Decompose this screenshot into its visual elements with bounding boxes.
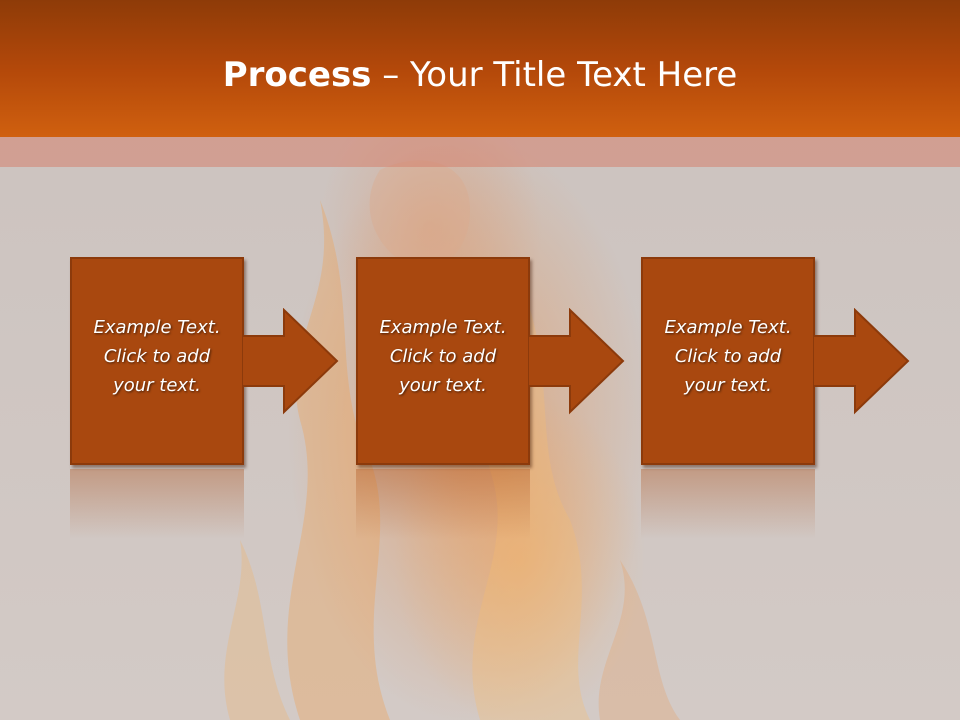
step-reflection [641, 469, 815, 539]
step-text-line-1: Example Text. [379, 317, 507, 338]
step-text-line-1: Example Text. [93, 317, 221, 338]
step-text-line-3: your text. [113, 375, 201, 396]
process-step-text[interactable]: Example Text. Click to add your text. [643, 313, 813, 400]
right-arrow-icon [813, 308, 910, 415]
step-reflection [70, 469, 244, 539]
process-step-box[interactable]: Example Text. Click to add your text. [70, 257, 244, 465]
step-text-line-1: Example Text. [664, 317, 792, 338]
step-text-line-2: Click to add [103, 346, 211, 367]
step-reflection [356, 469, 530, 539]
title-header-bar [0, 0, 960, 137]
process-step-text[interactable]: Example Text. Click to add your text. [72, 313, 242, 400]
step-text-line-2: Click to add [389, 346, 497, 367]
right-arrow-icon [242, 308, 339, 415]
slide-title-bold: Process [222, 55, 372, 95]
step-text-line-3: your text. [684, 375, 772, 396]
process-step-box[interactable]: Example Text. Click to add your text. [641, 257, 815, 465]
step-text-line-2: Click to add [674, 346, 782, 367]
right-arrow-icon [528, 308, 625, 415]
header-accent-band [0, 137, 960, 167]
process-step-box[interactable]: Example Text. Click to add your text. [356, 257, 530, 465]
slide-title-rest: – Your Title Text Here [371, 55, 738, 95]
step-text-line-3: your text. [399, 375, 487, 396]
slide-title[interactable]: Process – Your Title Text Here [0, 52, 960, 98]
process-step-text[interactable]: Example Text. Click to add your text. [358, 313, 528, 400]
